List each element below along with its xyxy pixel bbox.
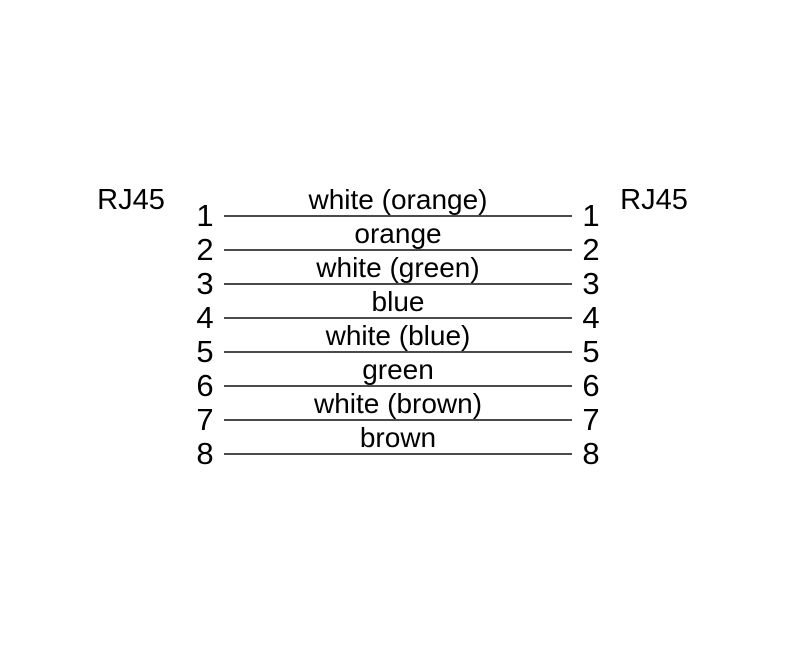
left-pin-7: 7: [196, 402, 214, 437]
left-connector-label: RJ45: [97, 184, 165, 216]
right-connector-label: RJ45: [620, 184, 688, 216]
left-pin-8: 8: [196, 436, 214, 471]
wire-4-color-label: blue: [371, 286, 425, 317]
right-pin-3: 3: [582, 266, 600, 301]
wire-5-color-label: white (blue): [325, 320, 471, 351]
wire-8-color-label: brown: [359, 422, 437, 453]
wire-1-color-label: white (orange): [308, 184, 488, 215]
right-pin-8: 8: [582, 436, 600, 471]
wire-4: blue: [224, 286, 572, 319]
wire-7: white (brown): [224, 388, 572, 421]
right-pin-5: 5: [582, 334, 600, 369]
left-pin-2: 2: [196, 232, 214, 267]
wire-1: white (orange): [224, 184, 572, 217]
left-pin-3: 3: [196, 266, 214, 301]
wire-2: orange: [224, 218, 572, 251]
left-pin-1: 1: [196, 198, 214, 233]
wire-8: brown: [224, 422, 572, 455]
wire-6: green: [224, 354, 572, 387]
wire-3-color-label: white (green): [316, 252, 480, 283]
right-pin-6: 6: [582, 368, 600, 403]
left-pin-5: 5: [196, 334, 214, 369]
wire-7-color-label: white (brown): [313, 388, 483, 419]
left-pin-4: 4: [196, 300, 214, 335]
wire-5: white (blue): [224, 320, 572, 353]
right-pin-4: 4: [582, 300, 600, 335]
wire-2-color-label: orange: [354, 218, 442, 249]
left-pin-6: 6: [196, 368, 214, 403]
right-pin-1: 1: [582, 198, 600, 233]
right-pin-2: 2: [582, 232, 600, 267]
wire-6-color-label: green: [362, 354, 434, 385]
right-pin-7: 7: [582, 402, 600, 437]
wire-3: white (green): [224, 252, 572, 285]
